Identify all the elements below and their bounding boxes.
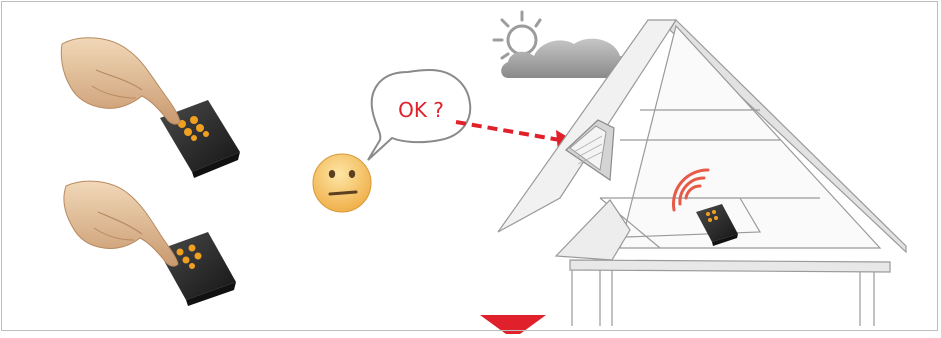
confused-face-icon (313, 154, 371, 212)
bottom-step-hand-remote-icon (64, 181, 236, 306)
speech-bubble: OK ? (368, 70, 470, 160)
speech-bubble-text: OK ? (398, 98, 444, 122)
hand-icon (64, 181, 178, 266)
top-step-hand-remote-icon (61, 38, 240, 178)
hand-icon (61, 38, 180, 124)
remote-control-icon (158, 232, 236, 306)
down-triangle-icon (480, 315, 546, 334)
